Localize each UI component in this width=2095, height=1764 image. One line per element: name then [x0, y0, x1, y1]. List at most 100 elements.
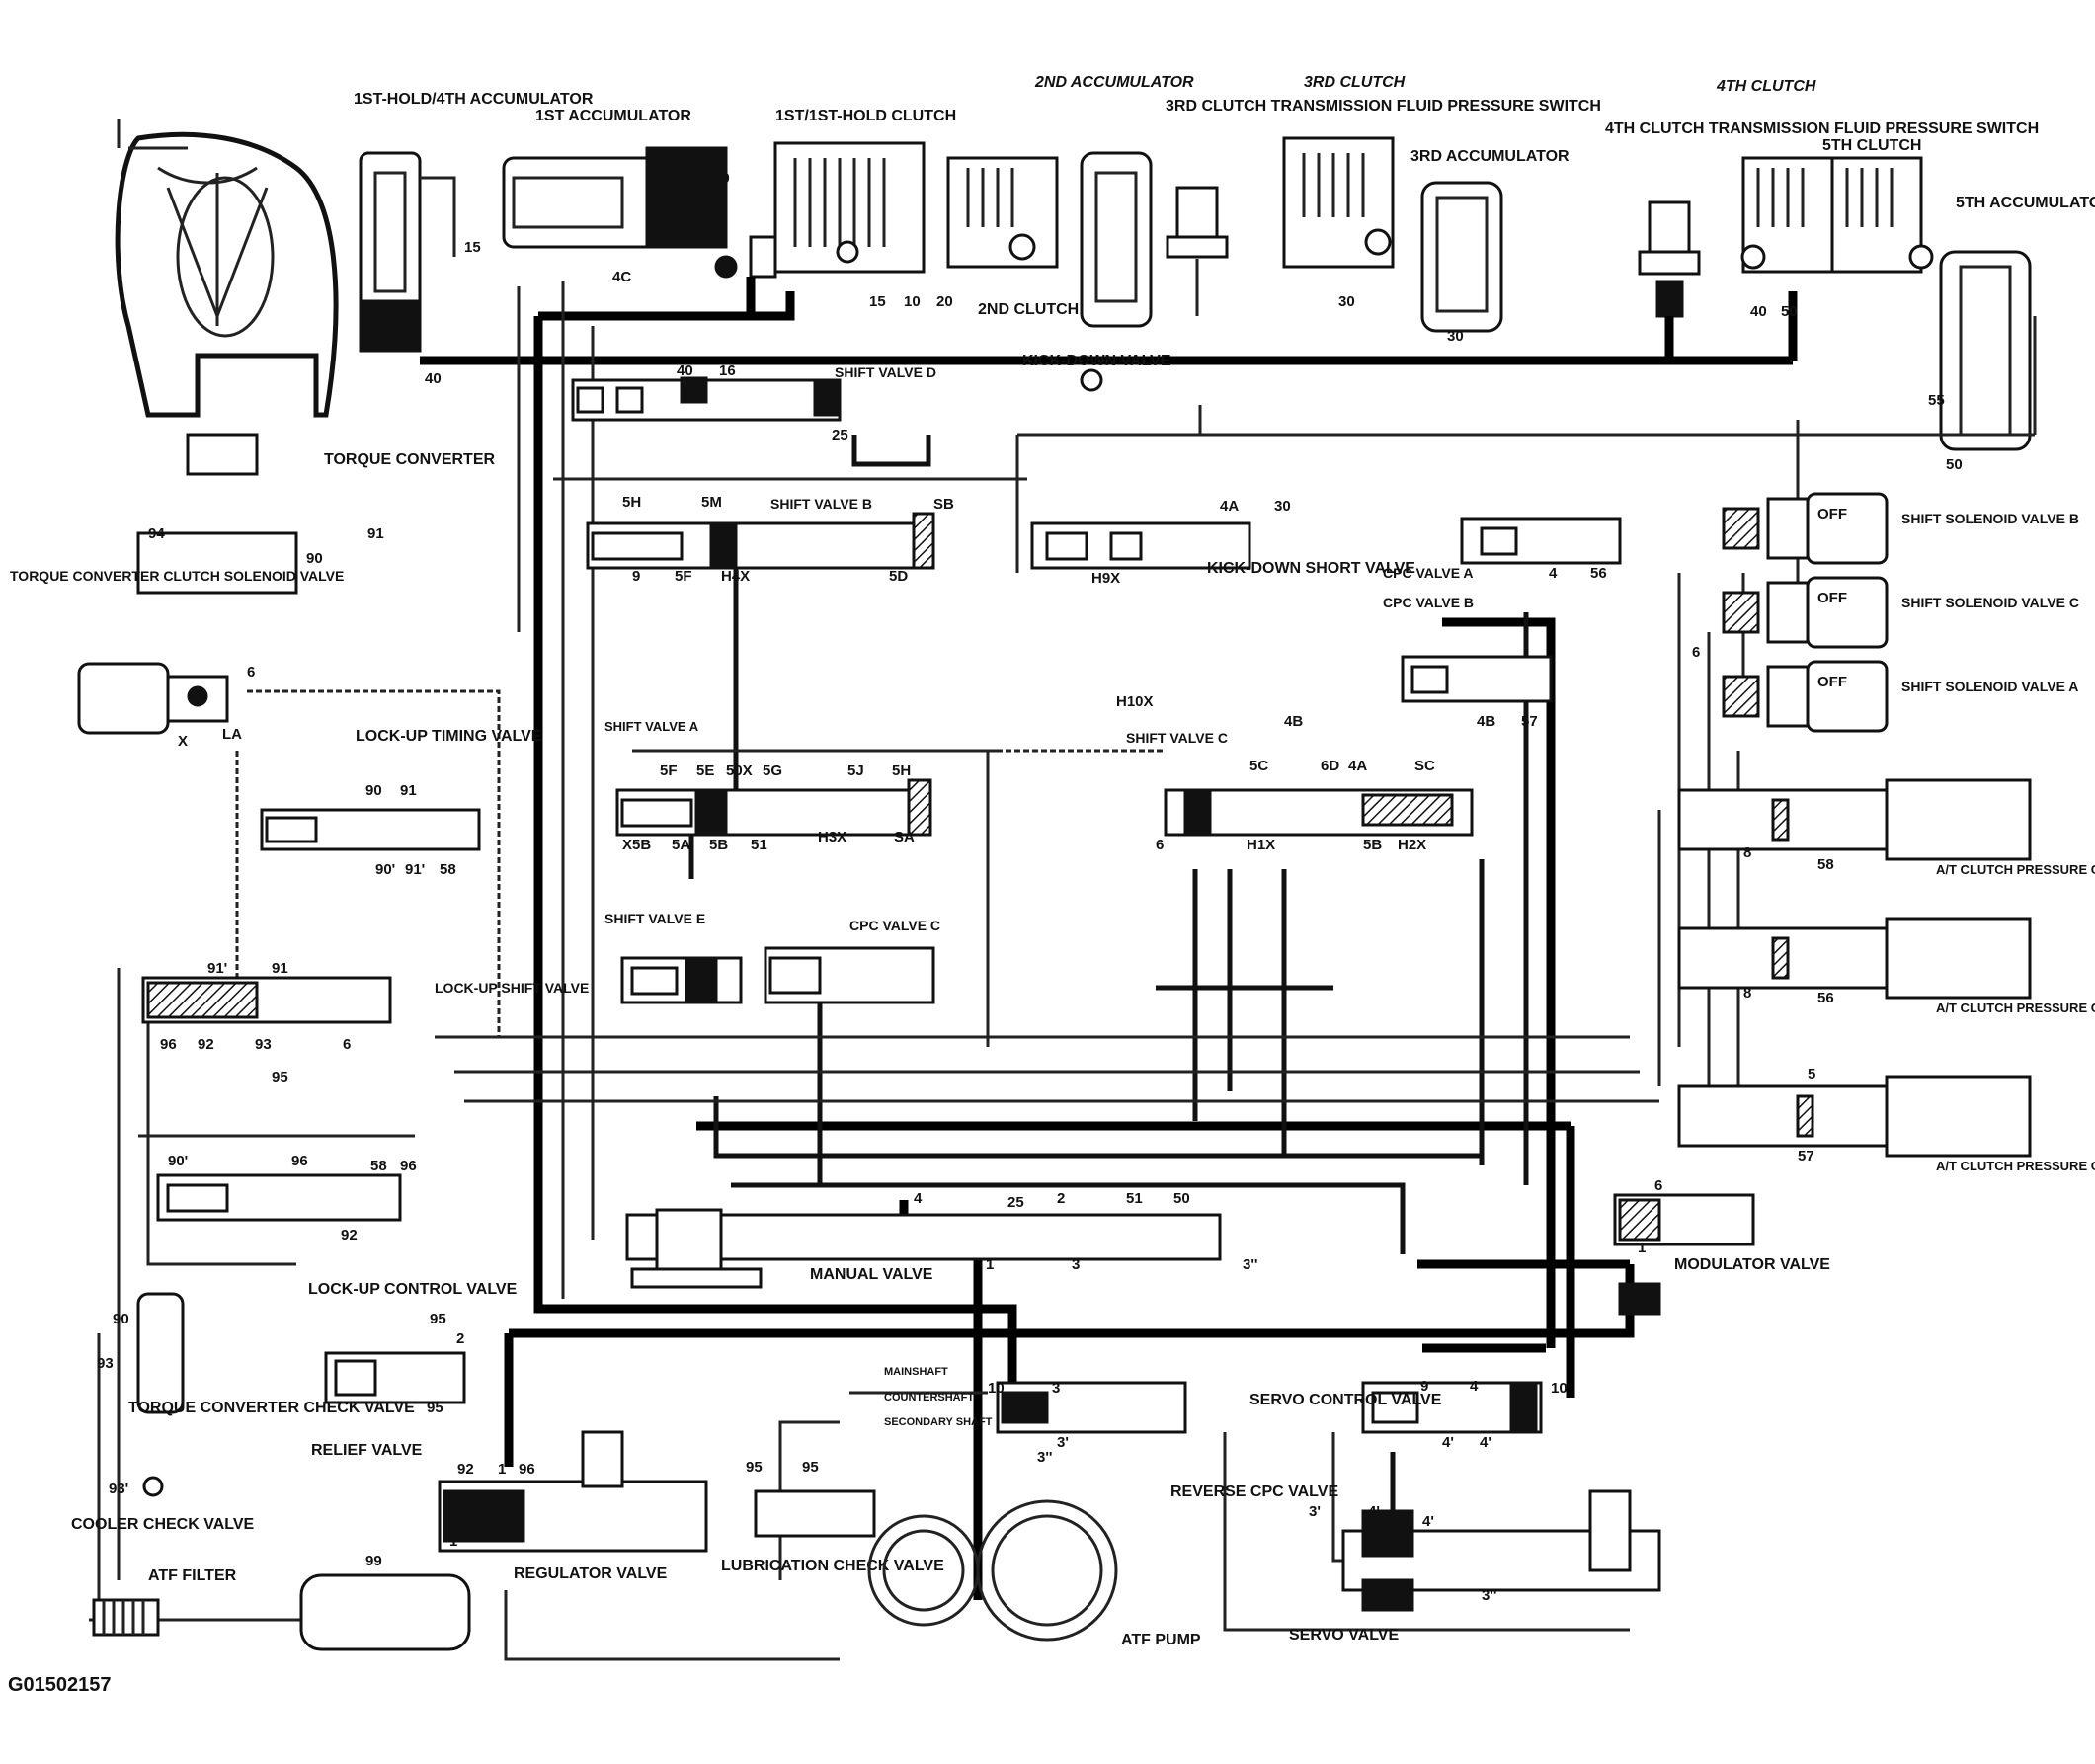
torque-converter-label: TORQUE CONVERTER — [324, 451, 496, 468]
fifth-accumulator-label: 5TH ACCUMULATOR — [1956, 195, 2095, 211]
thick-fluid-lines — [420, 277, 1798, 1600]
shift-valve-d — [571, 376, 842, 422]
port-label: 90' — [375, 861, 395, 878]
port-label: 93' — [109, 1481, 128, 1497]
port-label: 40 — [1750, 303, 1767, 320]
third-accumulator — [1420, 181, 1503, 333]
mainshaft-label: MAINSHAFT — [884, 1366, 948, 1378]
port-label: 25 — [1007, 1194, 1024, 1211]
shift-solenoid-b-state: OFF — [1817, 506, 1847, 522]
port-label: 94 — [148, 525, 165, 542]
shift-solenoid-a-label: SHIFT SOLENOID VALVE A — [1901, 679, 2078, 694]
port-label: 1 — [498, 1461, 506, 1478]
port-label: 91' — [405, 861, 425, 878]
port-label: 6 — [343, 1036, 351, 1053]
port-label: 91' — [207, 960, 227, 977]
at-clutch-solenoid-c-label: A/T CLUTCH PRESSURE CONTROL SOLENOID VAL… — [1936, 862, 2095, 877]
lock-up-control-valve — [156, 1173, 402, 1222]
port-label: 57 — [1798, 1148, 1814, 1164]
secondary-shaft-label: SECONDARY SHAFT — [884, 1416, 993, 1428]
port-label: 4A — [1348, 758, 1367, 774]
port-label: 51 — [1126, 1190, 1143, 1207]
tcc-solenoid-label: TORQUE CONVERTER CLUTCH SOLENOID VALVE — [10, 568, 344, 584]
port-label: 8 — [1743, 844, 1751, 861]
port-label: 93 — [97, 1355, 114, 1372]
third-clutch-pressure-switch — [1166, 186, 1229, 316]
port-label: 5B — [709, 837, 728, 853]
countershaft-label: COUNTERSHAFT — [884, 1392, 974, 1403]
port-label: 99 — [365, 1553, 382, 1569]
port-label: 90 — [113, 1311, 129, 1327]
port-label: 96 — [400, 1158, 417, 1174]
port-label: 30 — [1447, 328, 1464, 345]
shift-valve-d-label: SHIFT VALVE D — [835, 364, 936, 380]
port-label: 96 — [160, 1036, 177, 1053]
port-label: 40 — [425, 370, 442, 387]
third-accumulator-label: 3RD ACCUMULATOR — [1410, 148, 1570, 165]
shift-solenoid-b — [1722, 492, 1889, 565]
port-label: 55 — [1928, 392, 1945, 409]
port-label: 2 — [456, 1330, 464, 1347]
regulator-valve — [438, 1430, 708, 1553]
shift-valve-e — [620, 956, 743, 1004]
shift-solenoid-c-label: SHIFT SOLENOID VALVE C — [1901, 595, 2079, 610]
at-clutch-solenoid-a-label: A/T CLUTCH PRESSURE CONTROL SOLENOID VAL… — [1936, 1001, 2095, 1015]
port-label: 95 — [272, 1069, 288, 1085]
port-label: 93 — [255, 1036, 272, 1053]
second-accumulator-label: 2ND ACCUMULATOR — [1034, 74, 1194, 91]
port-label: X — [178, 733, 188, 750]
port-label: 96 — [519, 1461, 535, 1478]
port-label: 50 — [1173, 1190, 1190, 1207]
port-label: 5D — [889, 568, 908, 585]
port-label: 3'' — [1037, 1449, 1052, 1466]
port-label: 50 — [1946, 456, 1963, 473]
kick-down-valve — [1030, 521, 1251, 570]
port-label: 58 — [440, 861, 456, 878]
port-label: 91 — [367, 525, 384, 542]
port-label: 91 — [400, 782, 417, 799]
port-label: 58 — [370, 1158, 387, 1174]
port-label: 15 — [464, 239, 481, 256]
port-label: 5H — [622, 494, 641, 511]
first-1sthold-clutch — [773, 141, 1059, 274]
port-label: H4X — [721, 568, 750, 585]
lock-up-timing-valve-label: LOCK-UP TIMING VALVE — [356, 728, 542, 745]
port-label: 5C — [1249, 758, 1268, 774]
port-label: 3' — [1309, 1503, 1321, 1520]
at-clutch-solenoid-b-label: A/T CLUTCH PRESSURE CONTROL SOLENOID VAL… — [1936, 1159, 2095, 1173]
third-clutch-label: 3RD CLUTCH — [1304, 74, 1406, 91]
tcc-solenoid — [77, 662, 229, 735]
shift-valve-b — [586, 512, 935, 570]
port-label: 15 — [869, 293, 886, 310]
port-label: 4' — [1480, 1434, 1491, 1451]
port-label: 10 — [904, 293, 921, 310]
first-accumulator — [502, 146, 777, 279]
port-label: 5B — [1363, 837, 1382, 853]
lock-up-shift-valve-label: LOCK-UP SHIFT VALVE — [435, 980, 589, 996]
atf-pump — [867, 1499, 1118, 1642]
atf-filter — [92, 1573, 471, 1651]
port-label: 30 — [1274, 498, 1291, 515]
port-label: 4B — [1477, 713, 1495, 730]
second-accumulator — [1080, 151, 1153, 392]
port-label: 90 — [365, 782, 382, 799]
port-label: 4B — [1284, 713, 1303, 730]
torque-converter — [115, 119, 339, 595]
torque-converter-check-valve-label: TORQUE CONVERTER CHECK VALVE — [128, 1400, 415, 1416]
kick-down-short-valve-label: KICK-DOWN SHORT VALVE — [1207, 560, 1415, 577]
at-clutch-solenoid-c — [1677, 778, 2032, 861]
port-label: 9 — [632, 568, 640, 585]
port-label: 6 — [1156, 837, 1164, 853]
port-label: 10 — [988, 1380, 1005, 1397]
at-clutch-solenoid-b — [1677, 1075, 2032, 1158]
at-clutch-solenoid-a — [1677, 917, 2032, 1000]
medium-fluid-lines — [688, 435, 1529, 1541]
port-label: 10 — [1551, 1380, 1568, 1397]
shift-valve-b-label: SHIFT VALVE B — [770, 496, 872, 512]
port-label: 3'' — [1482, 1587, 1496, 1604]
port-label: X5B — [622, 837, 651, 853]
port-label: 3'' — [1243, 1256, 1257, 1273]
port-label: 92 — [341, 1227, 358, 1243]
port-label: 1 — [986, 1256, 994, 1273]
